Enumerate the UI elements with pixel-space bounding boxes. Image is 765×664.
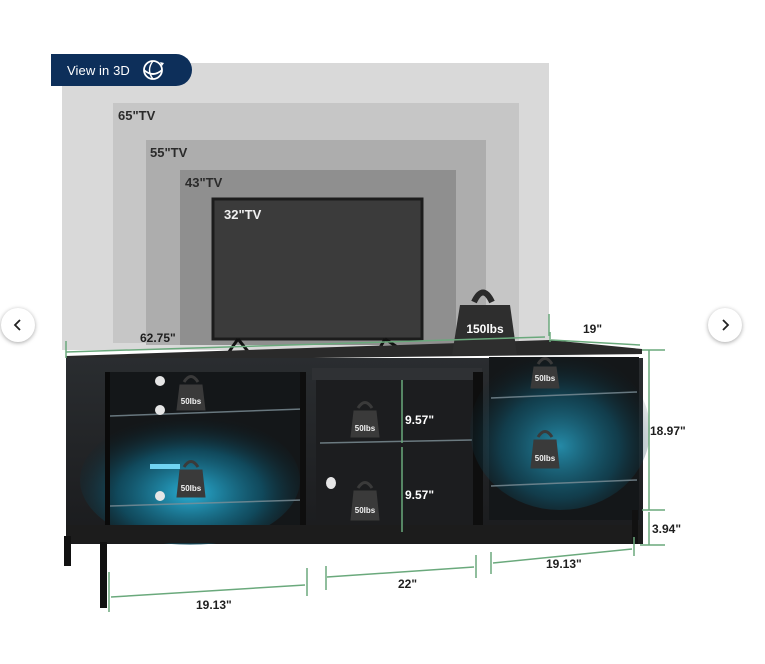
- chevron-left-icon: [13, 319, 21, 331]
- weight-label-middle-lower: 50lbs: [354, 506, 376, 515]
- dimension-middle-shelf-upper: 9.57": [405, 413, 435, 427]
- previous-image-button[interactable]: [1, 308, 35, 342]
- dimension-middle-shelf-lower: 9.57": [405, 488, 435, 502]
- weight-150-icon: [452, 305, 517, 355]
- weight-label-left-upper: 50lbs: [180, 397, 202, 406]
- weight-label-right-upper: 50lbs: [534, 374, 556, 383]
- weight-label-middle-upper: 50lbs: [354, 424, 376, 433]
- dimension-lines: [65, 314, 665, 612]
- dimension-middle-width: 22": [398, 577, 418, 591]
- view-in-3d-label: View in 3D: [67, 62, 130, 78]
- tv-size-label-55: 55"TV: [150, 145, 188, 160]
- weight-label-150: 150lbs: [466, 322, 504, 336]
- weight-label-right-lower: 50lbs: [534, 454, 556, 463]
- dimension-left-width: 19.13": [196, 598, 232, 612]
- weight-label-left-lower: 50lbs: [180, 484, 202, 493]
- tv-32-screen: [211, 197, 424, 341]
- tv-size-label-32: 32"TV: [224, 207, 262, 222]
- dimension-top-width: 62.75": [140, 331, 176, 345]
- dimension-depth: 19": [583, 322, 603, 336]
- dimension-right-width: 19.13": [546, 557, 582, 571]
- dimension-leg-height: 3.94": [652, 522, 682, 536]
- weight-50-icon: [176, 357, 560, 521]
- next-image-button[interactable]: [708, 308, 742, 342]
- chevron-right-icon: [722, 319, 730, 331]
- rotate-3d-icon: [143, 60, 164, 80]
- dimension-height: 18.97": [650, 424, 686, 438]
- tv-size-label-65: 65"TV: [118, 108, 156, 123]
- view-in-3d-button[interactable]: View in 3D: [51, 54, 192, 86]
- tv-size-label-43: 43"TV: [185, 175, 223, 190]
